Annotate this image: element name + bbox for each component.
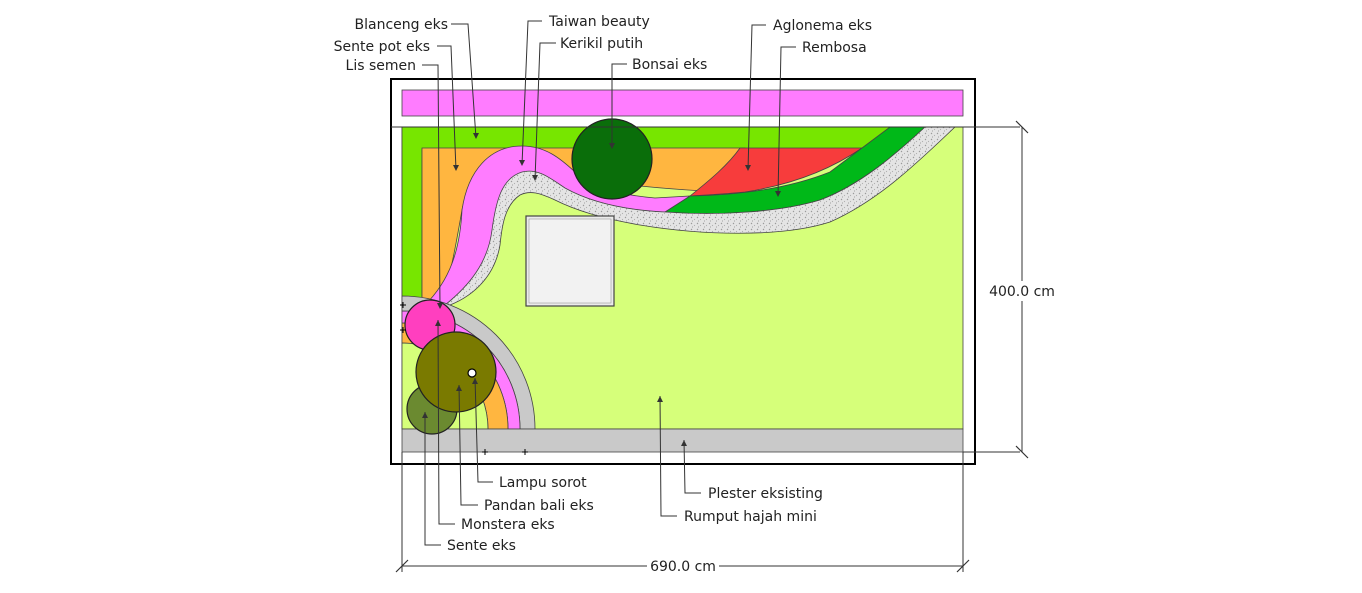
leader-sente: [424, 412, 441, 546]
width-dimension-ticks: [395, 559, 970, 573]
label-sente: Sente eks: [447, 538, 516, 554]
width-label-bg: [647, 556, 719, 576]
height-dimension-label: 400.0 cm: [989, 284, 1055, 300]
label-rembosa: Rembosa: [802, 40, 867, 56]
label-taiwan: Taiwan beauty: [548, 14, 650, 30]
leader-rumput: [659, 395, 677, 517]
leader-kerikil: [534, 42, 556, 181]
leader-lis-semen: [422, 64, 441, 309]
label-monstera: Monstera eks: [461, 517, 555, 533]
label-aglonema: Aglonema eks: [773, 18, 872, 34]
label-bonsai: Bonsai eks: [632, 57, 707, 73]
plester-strip: [401, 428, 964, 453]
lis-semen-strip: [401, 89, 964, 117]
leader-bonsai: [611, 63, 627, 148]
leader-taiwan: [521, 20, 542, 166]
lampu-sorot-light: [467, 368, 477, 378]
white-slab-inner: [528, 218, 612, 304]
leader-pandan: [458, 384, 478, 506]
leader-aglonema: [747, 24, 766, 171]
label-lampu: Lampu sorot: [499, 475, 587, 491]
label-kerikil: Kerikil putih: [560, 36, 643, 52]
leader-blanceng: [451, 23, 477, 139]
leader-lampu: [474, 377, 493, 483]
aglonema-bed: [688, 147, 864, 197]
leader-rembosa: [777, 46, 796, 197]
label-pandan: Pandan bali eks: [484, 498, 594, 514]
height-dimension-ticks: [1015, 120, 1029, 459]
label-plester: Plester eksisting: [708, 486, 823, 502]
leader-sente-pot: [437, 45, 457, 171]
label-rumput: Rumput hajah mini: [684, 509, 817, 525]
leader-monstera: [437, 319, 455, 525]
marker-crosses: [400, 302, 528, 455]
label-sente-pot: Sente pot eks: [334, 39, 430, 55]
label-lis-semen: Lis semen: [346, 58, 416, 74]
width-dimension-label: 690.0 cm: [650, 559, 716, 575]
height-label-bg: [985, 281, 1060, 301]
leader-plester: [683, 439, 701, 494]
label-blanceng: Blanceng eks: [355, 17, 448, 33]
monstera-plant: [415, 331, 497, 413]
